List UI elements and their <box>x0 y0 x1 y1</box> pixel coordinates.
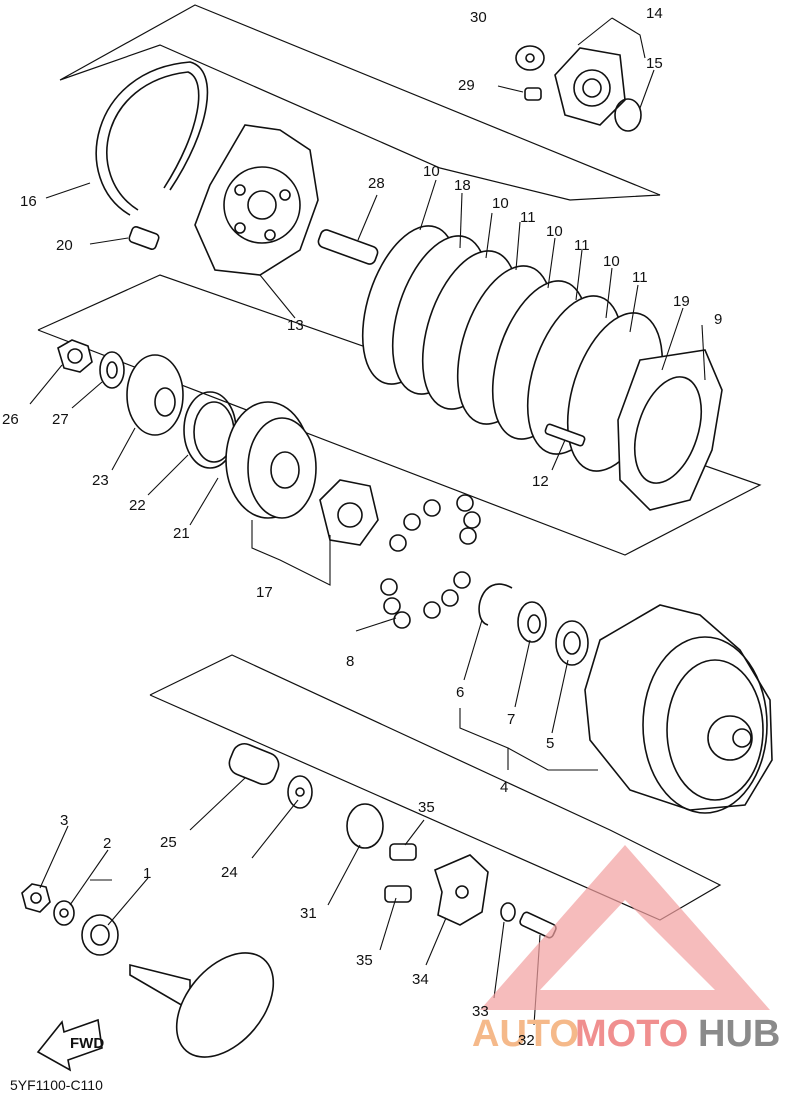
label-11c: 11 <box>632 269 648 286</box>
circlip-16 <box>95 61 209 216</box>
gear-23 <box>126 354 184 436</box>
label-35b: 35 <box>356 952 373 969</box>
watermark-logo: AUTO MOTO HUB <box>472 845 780 1055</box>
label-25: 25 <box>160 834 177 851</box>
fwd-arrow: FWD <box>36 1018 104 1072</box>
part-labels: 1 2 3 4 5 6 7 8 9 10 10 10 10 11 11 11 1… <box>2 5 722 1049</box>
gear-1 <box>81 914 119 956</box>
spring-20 <box>128 226 160 250</box>
washer-33 <box>500 902 516 922</box>
label-30: 30 <box>470 9 487 26</box>
label-10d: 10 <box>603 253 620 270</box>
diagram-code: 5YF1100-C110 <box>10 1077 103 1093</box>
watermark-auto: AUTO <box>472 1013 579 1055</box>
label-27: 27 <box>52 411 69 428</box>
label-26: 26 <box>2 411 19 428</box>
label-9: 9 <box>714 311 722 328</box>
label-8: 8 <box>346 653 354 670</box>
bearing-5 <box>555 620 589 666</box>
push-rod-28 <box>317 229 379 265</box>
clutch-housing-4 <box>584 604 773 814</box>
label-29: 29 <box>458 77 475 94</box>
label-14: 14 <box>646 5 663 22</box>
balls-8 <box>380 494 481 629</box>
label-7: 7 <box>507 711 515 728</box>
label-19: 19 <box>673 293 690 310</box>
cap-31 <box>346 803 384 849</box>
label-4: 4 <box>500 779 508 796</box>
washer-27 <box>99 351 125 389</box>
washer-2 <box>53 900 75 926</box>
label-33: 33 <box>472 1003 489 1020</box>
label-20: 20 <box>56 237 73 254</box>
label-15: 15 <box>646 55 663 72</box>
watermark-hub: HUB <box>698 1013 780 1055</box>
shaft <box>129 952 275 1058</box>
label-10c: 10 <box>546 223 563 240</box>
washer-24 <box>287 775 313 809</box>
label-21: 21 <box>173 525 190 542</box>
label-16: 16 <box>20 193 37 210</box>
clutch-boss-17 <box>225 401 317 519</box>
label-10a: 10 <box>423 163 440 180</box>
watermark-moto: MOTO <box>575 1013 688 1055</box>
label-10b: 10 <box>492 195 509 212</box>
bearing-housing-14 <box>554 47 626 126</box>
nut-26 <box>57 339 93 373</box>
circlip-6 <box>478 583 513 626</box>
label-11a: 11 <box>520 209 536 226</box>
watermark-triangle <box>480 845 770 1010</box>
label-12: 12 <box>532 473 549 490</box>
label-5: 5 <box>546 735 554 752</box>
label-24: 24 <box>221 864 238 881</box>
label-2: 2 <box>103 835 111 852</box>
leader-lines <box>29 17 706 1026</box>
frame-upper <box>59 4 661 201</box>
label-11b: 11 <box>574 237 590 254</box>
frame-middle <box>37 274 762 556</box>
washer-7 <box>517 601 547 643</box>
label-23: 23 <box>92 472 109 489</box>
screw-35-bottom <box>384 885 412 903</box>
plate-9 <box>617 349 723 511</box>
frame-lower <box>149 654 722 921</box>
fwd-label: FWD <box>70 1035 104 1052</box>
label-17: 17 <box>256 584 273 601</box>
label-22: 22 <box>129 497 146 514</box>
label-3: 3 <box>60 812 68 829</box>
label-13: 13 <box>287 317 304 334</box>
label-1: 1 <box>143 865 151 882</box>
screw-29 <box>524 87 542 101</box>
label-34: 34 <box>412 971 429 988</box>
screw-35-top <box>389 843 417 861</box>
label-6: 6 <box>456 684 464 701</box>
label-32: 32 <box>518 1032 535 1049</box>
washer-30 <box>515 45 545 71</box>
hub-17b <box>319 479 379 546</box>
label-18: 18 <box>454 177 471 194</box>
bolt-12 <box>544 423 586 447</box>
cam-25 <box>228 742 280 786</box>
label-35a: 35 <box>418 799 435 816</box>
nut-3 <box>21 883 51 913</box>
circlip-15 <box>614 98 642 132</box>
lever-34 <box>434 854 489 926</box>
label-28: 28 <box>368 175 385 192</box>
label-31: 31 <box>300 905 317 922</box>
pressure-plate-13 <box>194 124 319 276</box>
